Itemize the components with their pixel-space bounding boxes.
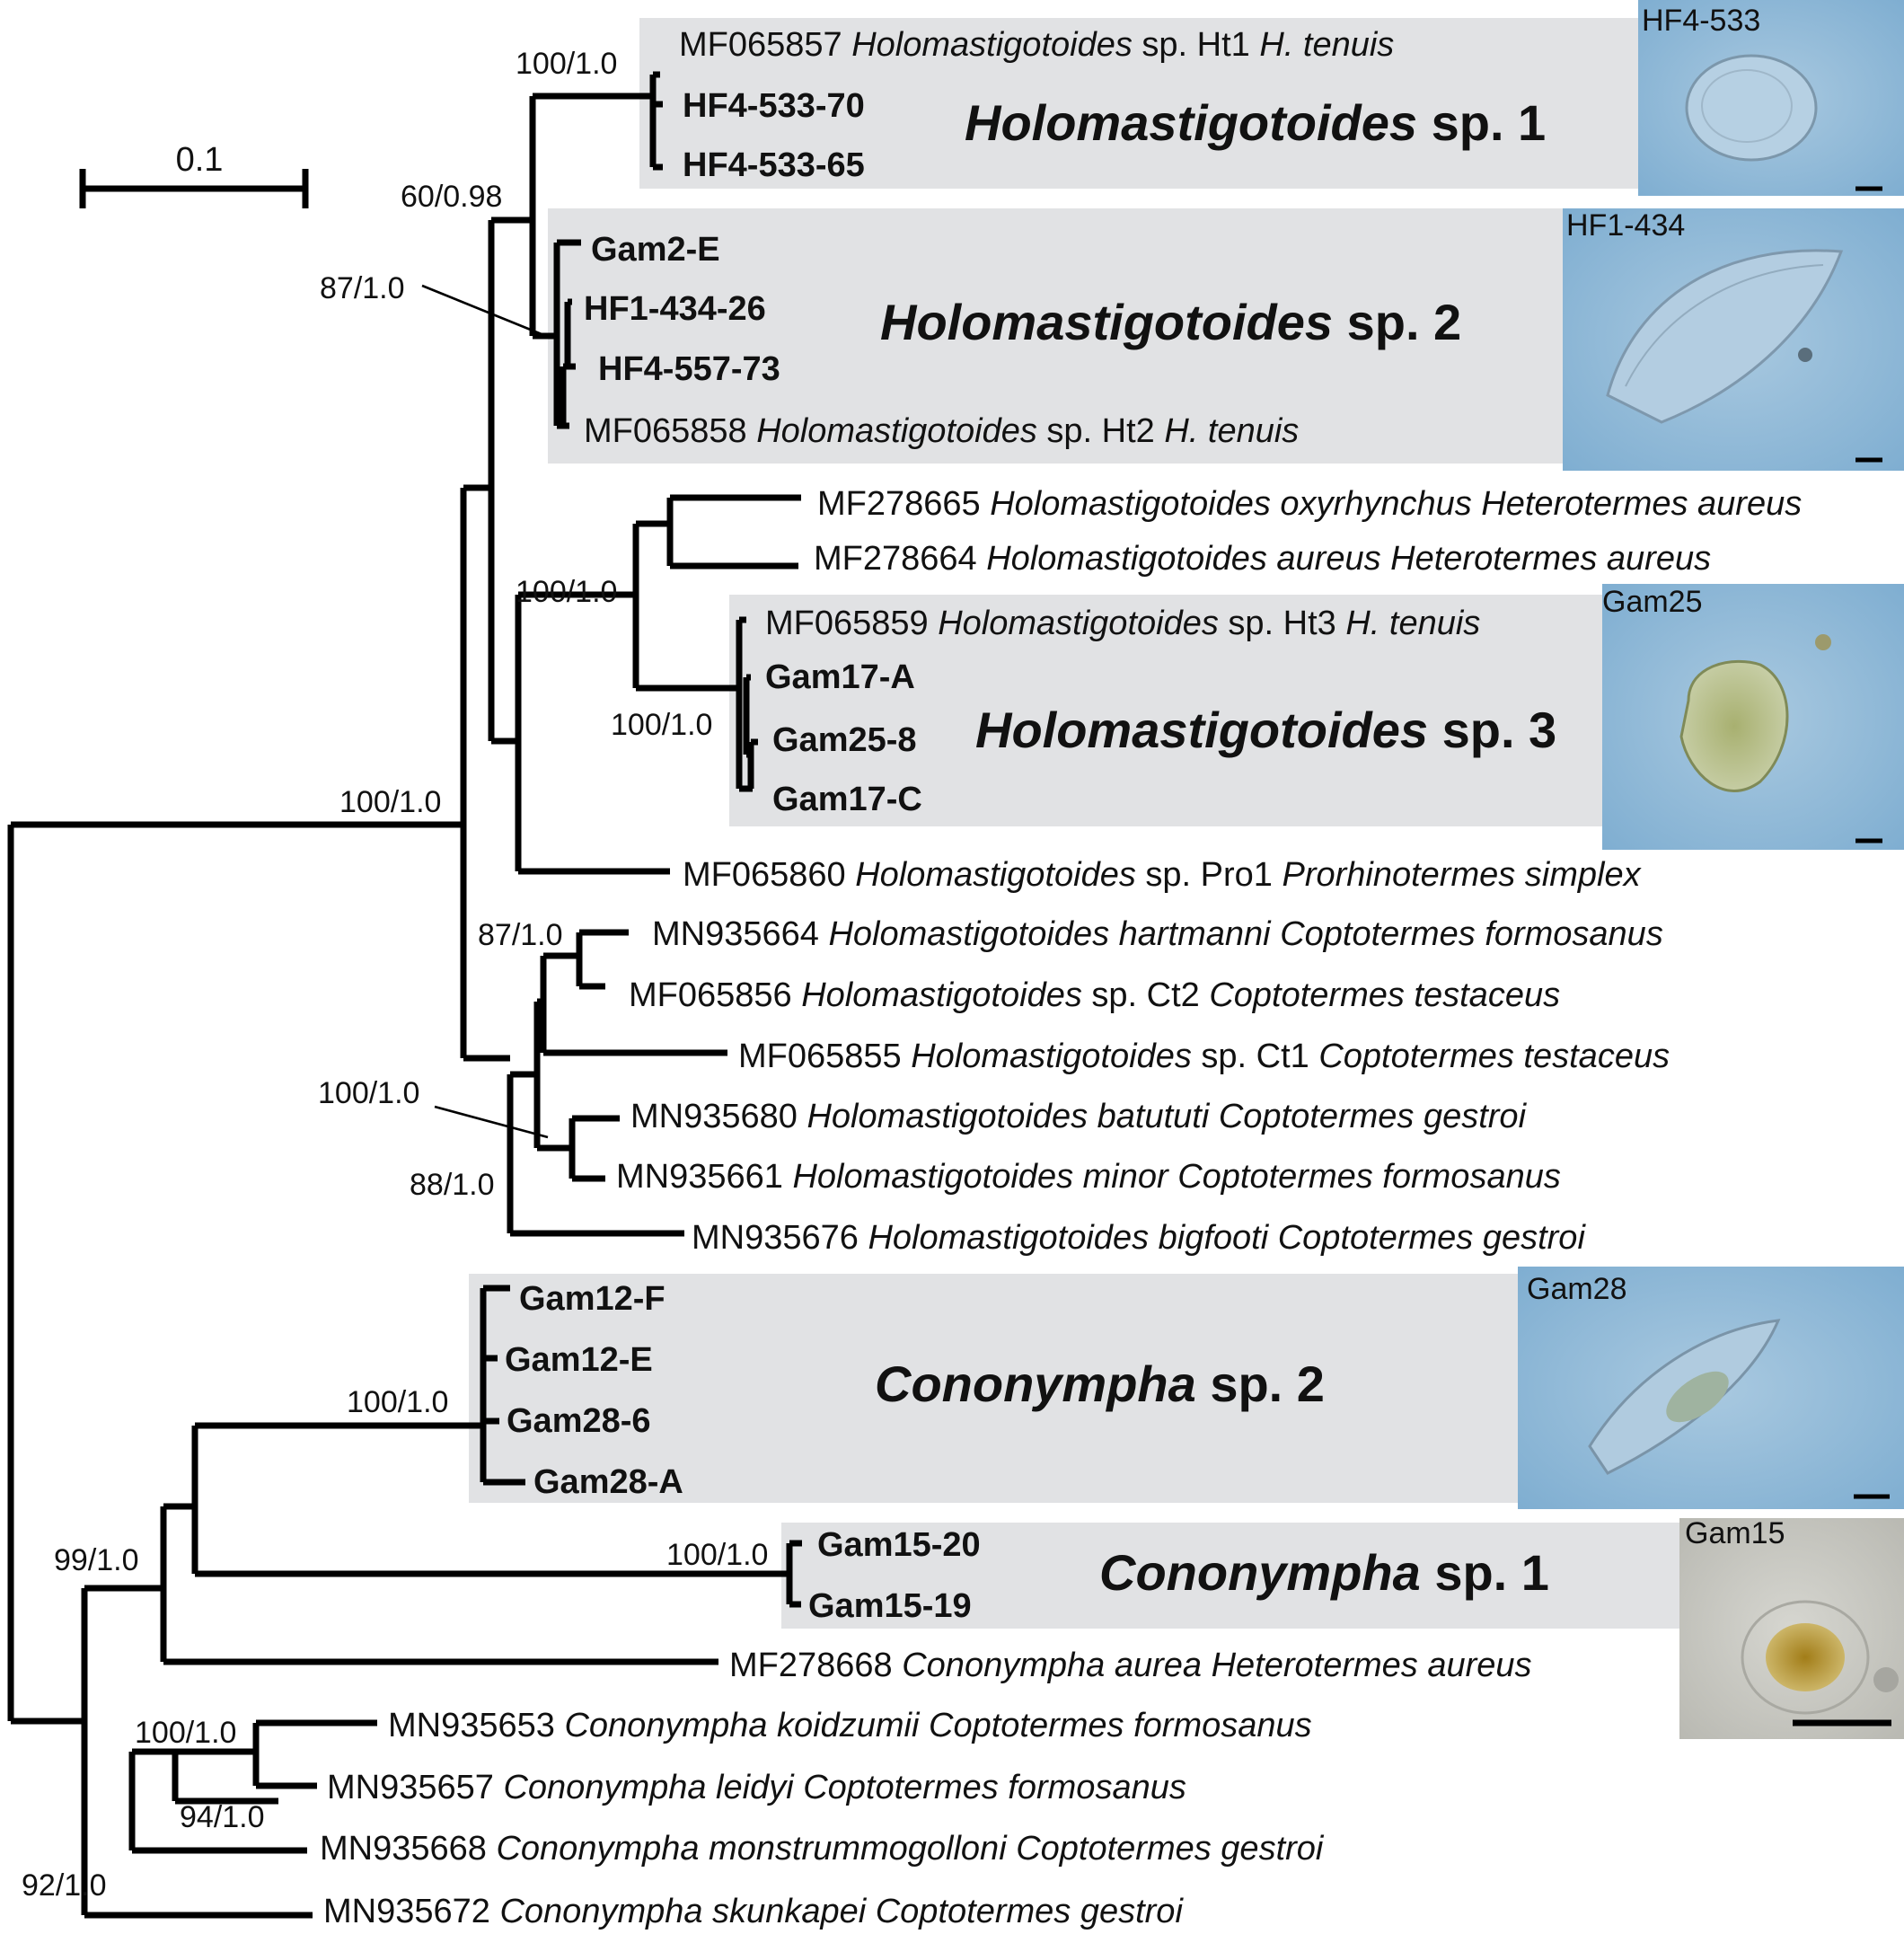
tip-label: MN935676 Holomastigotoides bigfooti Copt… — [692, 1219, 1586, 1257]
group-name-hsp3: Holomastigotoides sp. 3 — [975, 702, 1556, 758]
tip-label: MN935661 Holomastigotoides minor Coptote… — [616, 1158, 1561, 1196]
tip-label: MN935657 Cononympha leidyi Coptotermes f… — [327, 1769, 1186, 1806]
scale-bar — [79, 169, 309, 208]
tip-label: HF4-533-65 — [683, 146, 865, 184]
tip-label: Gam17-C — [772, 781, 922, 818]
support-c100: 100/1.0 — [135, 1716, 236, 1750]
support-root-right: 100/1.0 — [339, 785, 441, 819]
group-name-hsp1: Holomastigotoides sp. 1 — [965, 94, 1546, 151]
tip-label: Gam2-E — [591, 231, 720, 269]
group-name-hsp2: Holomastigotoides sp. 2 — [880, 294, 1461, 350]
tip-label: MF278668 Cononympha aurea Heterotermes a… — [729, 1647, 1532, 1684]
support-copto-87: 87/1.0 — [478, 918, 563, 952]
tip-label: MF278664 Holomastigotoides aureus Hetero… — [814, 540, 1711, 578]
tip-label: Gam12-F — [519, 1280, 666, 1318]
support-csp2: 100/1.0 — [347, 1385, 448, 1419]
tip-label: Gam28-6 — [507, 1402, 651, 1440]
photo-gam15 — [1679, 1518, 1904, 1739]
photo-hf1-434 — [1563, 208, 1904, 471]
photo-label-hf1-434: HF1-434 — [1566, 208, 1685, 243]
photo-hf4-533 — [1638, 0, 1904, 196]
tip-label: MF065856 Holomastigotoides sp. Ct2 Copto… — [629, 976, 1560, 1014]
group-name-csp1: Cononympha sp. 1 — [1099, 1544, 1549, 1601]
tip-label: Gam12-E — [505, 1341, 653, 1379]
tip-label: MN935664 Holomastigotoides hartmanni Cop… — [652, 915, 1663, 953]
support-94: 94/1.0 — [180, 1800, 265, 1834]
group-box-hsp1 — [639, 18, 1638, 189]
tip-label: HF1-434-26 — [584, 290, 766, 328]
group-box-hsp3 — [729, 595, 1627, 826]
support-92: 92/1.0 — [22, 1868, 107, 1903]
support-hsp3: 100/1.0 — [611, 708, 712, 742]
tip-label: Gam15-20 — [817, 1526, 981, 1564]
support-hsp1: 100/1.0 — [516, 47, 617, 81]
tip-label: HF4-533-70 — [683, 87, 865, 125]
group-box-hsp2 — [548, 208, 1563, 464]
photo-label-hf4-533: HF4-533 — [1642, 4, 1760, 38]
tip-label: MN935672 Cononympha skunkapei Coptoterme… — [323, 1893, 1184, 1930]
photo-gam25 — [1602, 584, 1904, 850]
support-h3-clade: 100/1.0 — [516, 575, 617, 609]
support-hsp2: 87/1.0 — [320, 271, 405, 305]
tip-label: Gam15-19 — [808, 1587, 972, 1625]
tip-label: Gam28-A — [533, 1463, 683, 1501]
tip-label: MN935653 Cononympha koidzumii Coptoterme… — [388, 1707, 1312, 1744]
tip-label: Gam17-A — [765, 658, 915, 696]
tip-label: MF065857 Holomastigotoides sp. Ht1 H. te… — [679, 26, 1394, 64]
tip-label: Gam25-8 — [772, 721, 917, 759]
tip-label: MF065860 Holomastigotoides sp. Pro1 Pror… — [683, 856, 1643, 894]
support-csp1: 100/1.0 — [666, 1538, 768, 1572]
tip-label: MF065855 Holomastigotoides sp. Ct1 Copto… — [738, 1038, 1670, 1075]
support-60-0.98: 60/0.98 — [401, 180, 502, 214]
group-box-csp2 — [469, 1274, 1518, 1503]
group-name-csp2: Cononympha sp. 2 — [875, 1356, 1325, 1412]
support-99: 99/1.0 — [54, 1543, 139, 1577]
support-copto-88: 88/1.0 — [410, 1168, 495, 1202]
tree-branches — [7, 71, 802, 1919]
group-box-csp1 — [781, 1523, 1685, 1629]
photo-label-gam15: Gam15 — [1685, 1516, 1785, 1550]
photo-gam28 — [1518, 1267, 1904, 1509]
tip-label: MF065859 Holomastigotoides sp. Ht3 H. te… — [765, 605, 1480, 642]
tip-label: MN935680 Holomastigotoides batututi Copt… — [630, 1098, 1528, 1135]
tip-label: MN935668 Cononympha monstrummogolloni Co… — [320, 1830, 1325, 1868]
photo-label-gam28: Gam28 — [1527, 1272, 1627, 1306]
tip-label: MF278665 Holomastigotoides oxyrhynchus H… — [817, 485, 1802, 523]
photo-label-gam25: Gam25 — [1602, 585, 1703, 619]
tip-label: HF4-557-73 — [598, 350, 780, 388]
support-copto-100: 100/1.0 — [318, 1076, 419, 1110]
scale-bar-label: 0.1 — [176, 141, 224, 179]
tip-label: MF065858 Holomastigotoides sp. Ht2 H. te… — [584, 412, 1299, 450]
